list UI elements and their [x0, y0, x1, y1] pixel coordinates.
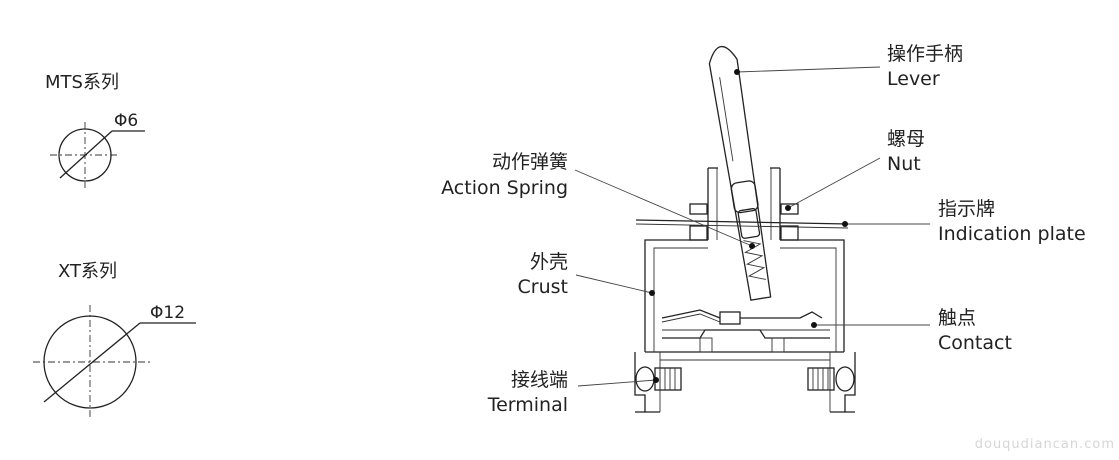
dot-terminal	[653, 377, 659, 383]
watermark: douqudiancan.com	[975, 437, 1115, 452]
mts-series-title: MTS系列	[45, 72, 119, 93]
label-lever-en: Lever	[887, 68, 940, 90]
contact	[661, 309, 830, 353]
indication-plate	[635, 219, 849, 229]
leader-nut	[787, 157, 881, 209]
label-contact-en: Contact	[938, 332, 1012, 354]
mts-dimension-label: Φ6	[114, 111, 138, 131]
label-nut-cn: 螺母	[887, 128, 925, 150]
switch-drawing	[634, 46, 856, 413]
dot-nut	[785, 205, 791, 211]
label-action-spring-en: Action Spring	[441, 177, 568, 199]
left-terminal-screw	[654, 367, 682, 391]
dot-action-spring	[749, 243, 755, 249]
leader-lines	[574, 66, 930, 387]
label-nut-en: Nut	[887, 153, 921, 175]
action-spring	[743, 240, 766, 280]
leader-terminal	[577, 379, 657, 387]
label-indication-plate-cn: 指示牌	[938, 198, 995, 220]
dot-lever	[734, 69, 740, 75]
dot-indication-plate	[842, 221, 848, 227]
nut	[689, 203, 799, 241]
bushing	[707, 167, 781, 240]
label-contact-cn: 触点	[938, 307, 976, 329]
label-terminal-cn: 接线端	[511, 369, 568, 391]
xt-dimension-line	[43, 322, 141, 403]
label-terminal-en: Terminal	[487, 394, 568, 416]
label-indication-plate-en: Indication plate	[938, 223, 1086, 245]
right-terminal-screw	[807, 367, 835, 391]
leader-crust	[575, 274, 653, 294]
part-labels: 操作手柄 Lever 螺母 Nut 指示牌 Indication plate 触…	[441, 43, 1086, 416]
xt-dimension-label: Φ12	[150, 303, 185, 323]
label-lever-cn: 操作手柄	[887, 43, 963, 65]
terminals	[634, 352, 856, 413]
mts-dimension-line	[59, 130, 113, 179]
label-crust-cn: 外壳	[530, 251, 568, 273]
crust	[644, 239, 845, 353]
dot-contact	[811, 322, 817, 328]
label-action-spring-cn: 动作弹簧	[492, 151, 568, 173]
dot-crust	[649, 290, 655, 296]
leader-action-spring	[574, 169, 753, 247]
xt-series-group: XT系列 Φ12	[33, 261, 196, 420]
mts-series-group: MTS系列 Φ6	[45, 72, 145, 188]
label-crust-en: Crust	[518, 276, 568, 298]
leader-lever	[736, 66, 881, 73]
lever	[708, 46, 772, 301]
xt-series-title: XT系列	[58, 261, 117, 282]
